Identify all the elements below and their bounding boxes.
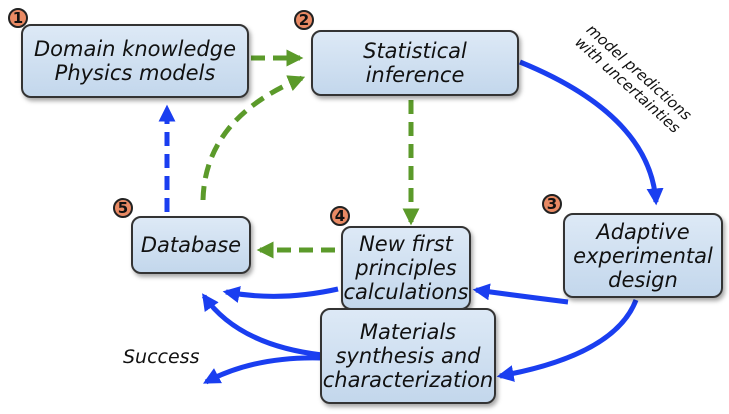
arrow-calculations-to-database-blue [222,286,339,303]
domain-knowledge-line1: Domain knowledge [34,37,236,61]
domain-knowledge-node: Domain knowledge Physics models [21,24,249,98]
arrow-synthesis-to-success [202,355,323,385]
database-node: Database [131,216,251,274]
adaptive-design-line3: design [608,267,678,292]
arrow-synthesis-to-database [201,293,323,358]
badge-2: 2 [294,10,314,30]
first-principles-line2: principles [355,256,457,280]
materials-synthesis-line1: Materials [359,320,457,344]
materials-synthesis-line2: synthesis and [335,344,481,368]
arrow-database-to-inference [200,75,306,201]
arrow-design-to-calculations [472,283,569,305]
arrow-design-to-synthesis [496,299,639,382]
first-principles-line1: New first [359,232,453,256]
badge-5: 5 [113,198,133,218]
database-label: Database [140,233,242,257]
domain-knowledge-line2: Physics models [54,61,216,85]
adaptive-design-line2: experimental [573,243,713,268]
materials-synthesis-node: Materials synthesis and characterization [320,308,496,404]
statistical-inference-line1: Statistical [363,39,467,63]
badge-3: 3 [542,194,562,214]
badge-4: 4 [330,206,350,226]
statistical-inference-line2: inference [365,63,465,87]
arrow-inference-to-design [519,59,664,206]
badge-1: 1 [8,8,28,28]
first-principles-node: New first principles calculations [341,226,471,310]
success-label: Success [123,346,200,368]
adaptive-design-node: Adaptive experimental design [563,213,723,298]
materials-synthesis-line3: characterization [322,368,494,392]
first-principles-line3: calculations [343,280,469,304]
statistical-inference-node: Statistical inference [311,30,519,96]
adaptive-design-line1: Adaptive [596,219,690,244]
